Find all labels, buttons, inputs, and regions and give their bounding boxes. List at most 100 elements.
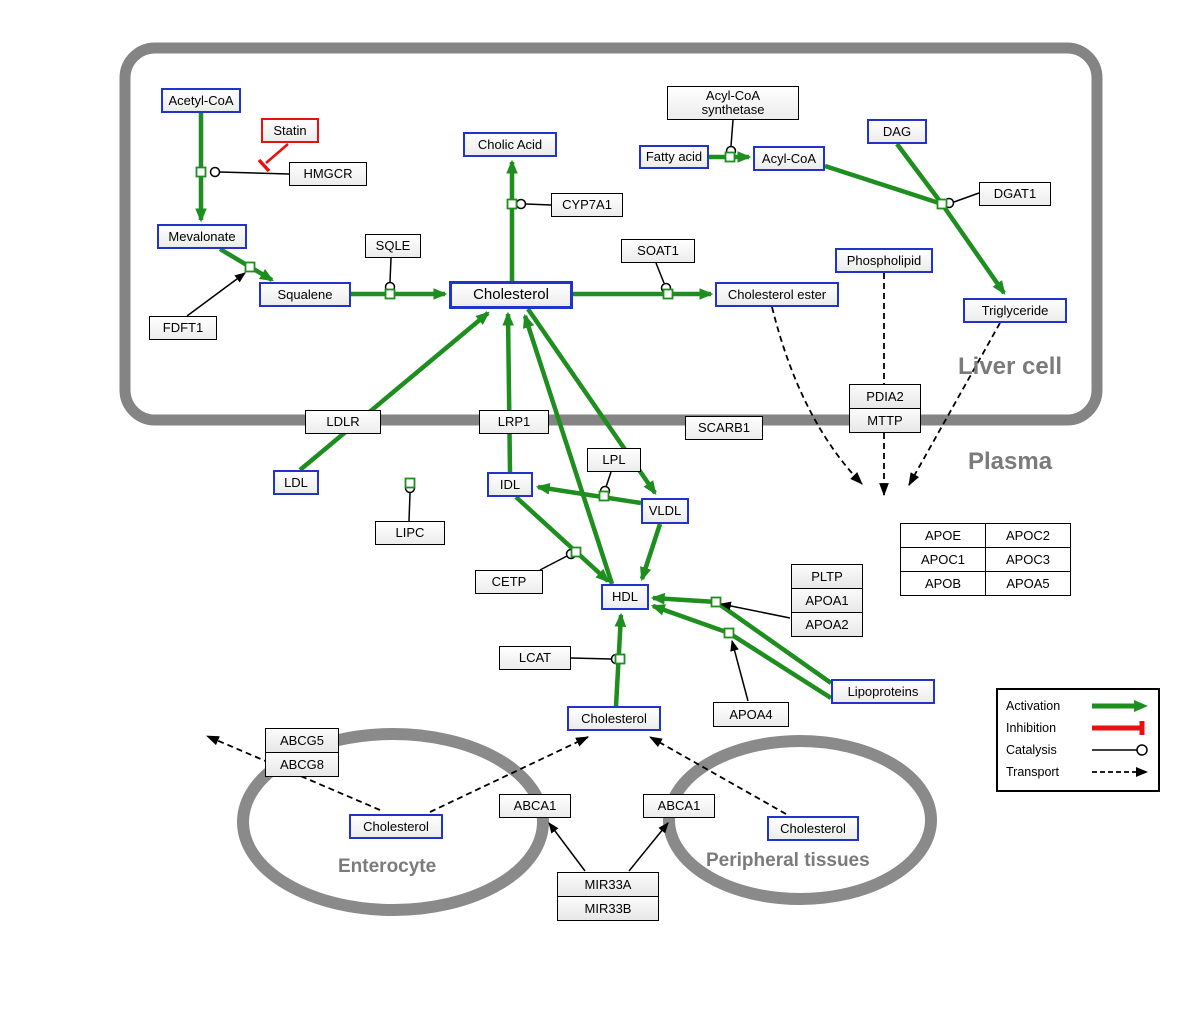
node-acyl-coa-synthetase[interactable]: Acyl-CoA synthetase [667, 86, 799, 120]
legend-catalysis: Catalysis [1006, 739, 1150, 761]
edge-idl-to-hdl [514, 495, 610, 583]
stack-abcg5-abcg8: ABCG5 ABCG8 [265, 728, 339, 777]
edge-acylcoa-to-triglyceride [824, 163, 1006, 295]
node-apoc2[interactable]: APOC2 [985, 523, 1071, 548]
inhibition-tbar-symbol [1092, 721, 1145, 735]
transport-triglyceride-to-plasma [908, 322, 1001, 486]
catalysis-lcat [570, 657, 612, 660]
peripheral-tissues-membrane [663, 735, 937, 905]
node-abca1-right[interactable]: ABCA1 [643, 794, 715, 818]
enterocyte-label: Enterocyte [338, 856, 437, 877]
node-apoc1[interactable]: APOC1 [900, 547, 986, 572]
node-pdia2[interactable]: PDIA2 [849, 384, 921, 409]
node-idl[interactable]: IDL [487, 472, 533, 497]
node-cetp[interactable]: CETP [475, 570, 543, 594]
node-apoe[interactable]: APOE [900, 523, 986, 548]
node-lpl[interactable]: LPL [587, 448, 641, 472]
edge-hdl-to-cholesterol-liver [522, 313, 615, 585]
acyl-coa-synthetase-line2: synthetase [701, 102, 765, 117]
node-lcat[interactable]: LCAT [499, 646, 571, 670]
legend-transport: Transport [1006, 761, 1150, 783]
node-cholesterol-ester[interactable]: Cholesterol ester [715, 282, 839, 307]
membranes [119, 42, 1103, 916]
node-cholesterol-liver[interactable]: Cholesterol [449, 281, 573, 309]
node-scarb1[interactable]: SCARB1 [685, 416, 763, 440]
reaction-anchors [195, 151, 948, 665]
node-mir33a[interactable]: MIR33A [557, 872, 659, 897]
node-hdl[interactable]: HDL [601, 584, 649, 610]
transport-peripheral-cholesterol-to-plasma [649, 736, 787, 815]
node-squalene[interactable]: Squalene [259, 282, 351, 307]
transport-dashed-arrow-symbol [1092, 767, 1148, 777]
node-cyp7a1[interactable]: CYP7A1 [551, 193, 623, 217]
node-mevalonate[interactable]: Mevalonate [157, 224, 247, 249]
node-soat1[interactable]: SOAT1 [621, 239, 695, 263]
node-hmgcr[interactable]: HMGCR [289, 162, 367, 186]
node-apoa4[interactable]: APOA4 [713, 702, 789, 727]
node-abca1-left[interactable]: ABCA1 [499, 794, 571, 818]
legend-activation: Activation [1006, 695, 1150, 717]
inhibition-edge-statin [257, 143, 289, 173]
legend-inhibition: Inhibition [1006, 717, 1150, 739]
node-statin[interactable]: Statin [261, 118, 319, 143]
node-acetyl-coa[interactable]: Acetyl-CoA [161, 88, 241, 113]
catalysis-circle-symbol [1092, 744, 1148, 756]
legend-catalysis-label: Catalysis [1006, 743, 1057, 757]
stack-pltp-apoa1-apoa2: PLTP APOA1 APOA2 [791, 564, 863, 638]
transport-enterocyte-cholesterol-to-plasma [429, 736, 589, 813]
stack-mir33: MIR33A MIR33B [557, 872, 659, 921]
catalysis-soat1 [655, 262, 665, 284]
node-ldl[interactable]: LDL [273, 470, 319, 495]
node-lipc[interactable]: LIPC [375, 521, 445, 545]
node-mir33b[interactable]: MIR33B [557, 896, 659, 921]
catalysis-hmgcr [219, 171, 290, 175]
liver-cell-label: Liver cell [958, 353, 1063, 380]
stack-pdia2-mttp: PDIA2 MTTP [849, 384, 921, 433]
catalysis-lpl [605, 471, 612, 488]
arrow-fdft1 [186, 272, 246, 317]
node-fdft1[interactable]: FDFT1 [149, 316, 217, 340]
node-cholesterol-peripheral[interactable]: Cholesterol [767, 816, 859, 841]
node-dgat1[interactable]: DGAT1 [979, 182, 1051, 206]
node-apoa2[interactable]: APOA2 [791, 612, 863, 637]
enterocyte-membrane [237, 728, 549, 916]
node-apoa5[interactable]: APOA5 [985, 571, 1071, 596]
catalysis-acylcoa-synthetase [730, 119, 734, 147]
node-lrp1[interactable]: LRP1 [479, 410, 549, 434]
node-apoc3[interactable]: APOC3 [985, 547, 1071, 572]
peripheral-tissues-label: Peripheral tissues [706, 850, 870, 871]
node-pltp[interactable]: PLTP [791, 564, 863, 589]
node-apob[interactable]: APOB [900, 571, 986, 596]
arrow-mir33-to-abca1-left [548, 822, 586, 872]
node-phospholipid[interactable]: Phospholipid [835, 248, 933, 273]
apolipoprotein-table: APOE APOC2 APOC1 APOC3 APOB APOA5 [900, 523, 1071, 596]
node-cholesterol-plasma[interactable]: Cholesterol [567, 706, 661, 731]
legend: Activation Inhibition Catalysis Transpor… [996, 688, 1160, 792]
node-ldlr[interactable]: LDLR [305, 410, 381, 434]
activation-arrow-symbol [1092, 700, 1148, 712]
node-sqle[interactable]: SQLE [365, 234, 421, 258]
node-abcg8[interactable]: ABCG8 [265, 752, 339, 777]
legend-inhibition-label: Inhibition [1006, 721, 1057, 735]
edge-idl-to-cholesterol [502, 311, 514, 473]
catalysis-sqle [389, 257, 392, 283]
edge-ldl-to-cholesterol [298, 311, 490, 472]
plasma-label: Plasma [968, 448, 1053, 475]
node-cholic-acid[interactable]: Cholic Acid [463, 132, 557, 157]
node-acyl-coa-2[interactable]: Acyl-CoA [753, 146, 825, 171]
arrow-apoa4 [730, 639, 749, 702]
node-triglyceride[interactable]: Triglyceride [963, 298, 1067, 323]
node-cholesterol-enterocyte[interactable]: Cholesterol [349, 814, 443, 839]
arrow-apoa-stack [719, 601, 791, 619]
node-dag[interactable]: DAG [867, 119, 927, 144]
node-fatty-acid[interactable]: Fatty acid [639, 145, 709, 169]
node-abcg5[interactable]: ABCG5 [265, 728, 339, 753]
node-mttp[interactable]: MTTP [849, 408, 921, 433]
acyl-coa-synthetase-line1: Acyl-CoA [705, 88, 761, 104]
node-apoa1[interactable]: APOA1 [791, 588, 863, 613]
node-lipoproteins[interactable]: Lipoproteins [831, 679, 935, 704]
legend-activation-label: Activation [1006, 699, 1061, 713]
node-vldl[interactable]: VLDL [641, 498, 689, 524]
black-arrow-edges [186, 272, 791, 872]
